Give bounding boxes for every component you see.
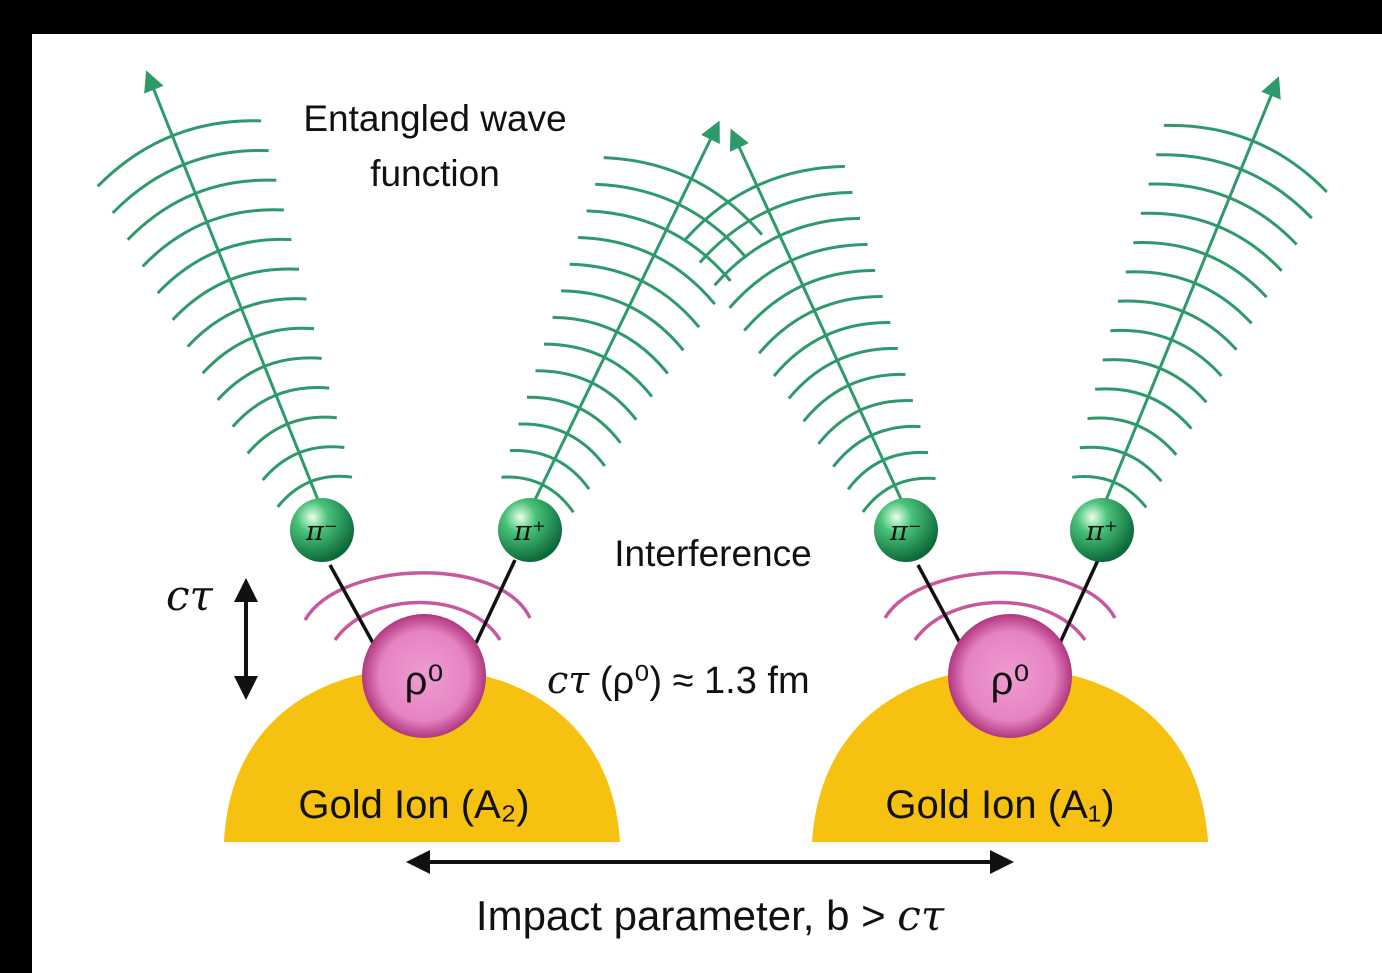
gold-ion-a2-label: Gold Ion (A₂) bbox=[298, 783, 529, 827]
bond-a1-right bbox=[1058, 559, 1100, 644]
bond-a2-right bbox=[474, 559, 517, 644]
impact-parameter-label: Impact parameter, b > cτ bbox=[476, 891, 945, 940]
pion-plus-a2 bbox=[498, 498, 562, 562]
arrow-up-icon bbox=[1100, 76, 1281, 511]
pion-minus-a1 bbox=[874, 498, 938, 562]
entangled-wave-function bbox=[96, 70, 1328, 514]
ctau-label: cτ bbox=[166, 571, 214, 620]
pion-track-a1-minus bbox=[683, 128, 936, 513]
rho-label-a1: ρ⁰ bbox=[991, 659, 1030, 703]
pion-plus-a2-label: π⁺ bbox=[513, 516, 546, 547]
rho-meson-a1 bbox=[948, 614, 1072, 738]
interference-label: Interference bbox=[614, 533, 811, 574]
gold-ion-a1 bbox=[812, 668, 1208, 842]
arrow-up-icon bbox=[144, 70, 324, 511]
gold-ion-a2 bbox=[224, 668, 620, 842]
pion-plus-a1 bbox=[1070, 498, 1134, 562]
arrow-up-icon bbox=[528, 120, 720, 511]
pion-minus-a1-label: π⁻ bbox=[889, 516, 922, 547]
entangled-wave-label-line1: Entangled wave bbox=[303, 98, 566, 139]
ctau-rho-text: (ρ⁰) ≈ 1.3 fm bbox=[589, 660, 809, 702]
pion-minus-a2-label: π⁻ bbox=[305, 516, 338, 547]
bond-a1-left bbox=[916, 564, 962, 644]
pion-minus-a2 bbox=[290, 498, 354, 562]
ctau-rho-value: cτ (ρ⁰) ≈ 1.3 fm bbox=[547, 658, 810, 702]
ctau-rho-symbol: cτ bbox=[547, 658, 590, 702]
rho-label-a2: ρ⁰ bbox=[405, 659, 444, 703]
bond-a2-left bbox=[328, 564, 375, 644]
arrow-up-icon bbox=[729, 128, 908, 511]
pion-plus-a1-label: π⁺ bbox=[1085, 516, 1118, 547]
impact-parameter-symbol: cτ bbox=[897, 891, 945, 940]
impact-parameter-text: Impact parameter, b > bbox=[476, 892, 897, 939]
pion-track-a1-plus bbox=[1072, 76, 1328, 511]
gold-ion-a1-label: Gold Ion (A₁) bbox=[885, 783, 1114, 827]
pion-track-a2-plus bbox=[501, 120, 764, 514]
entangled-wave-label-line2: function bbox=[370, 153, 500, 194]
pion-track-a2-minus bbox=[96, 70, 353, 511]
rho-meson-a2 bbox=[362, 614, 486, 738]
